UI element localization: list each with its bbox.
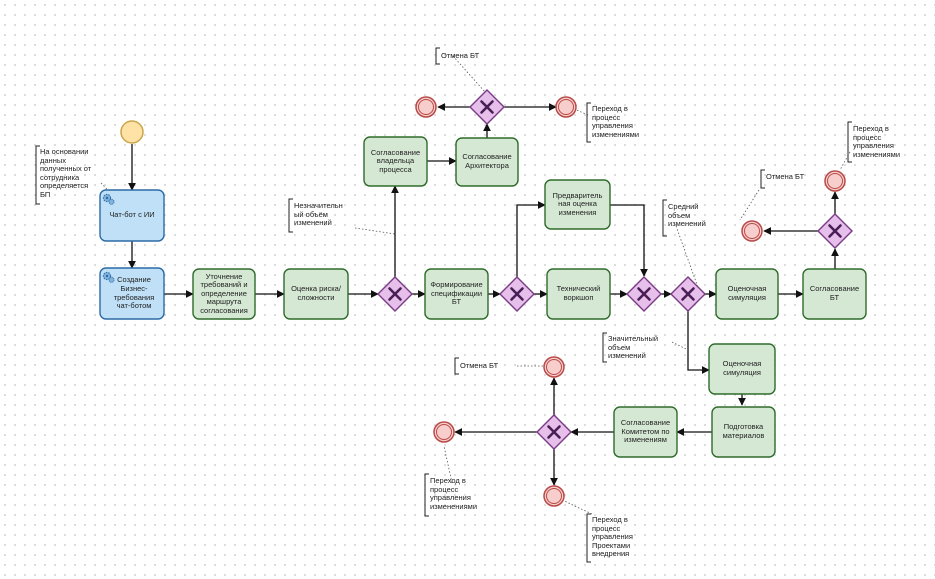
end-event-change-bottom[interactable] bbox=[543, 356, 565, 378]
task-chatbot[interactable] bbox=[99, 189, 165, 242]
task-risk-label: Оценка риска/ сложности bbox=[291, 284, 341, 302]
start-event[interactable] bbox=[120, 120, 144, 144]
annotation-cancel-top: Отмена БТ bbox=[441, 51, 480, 60]
gear-icon bbox=[102, 271, 115, 283]
gateway-3[interactable] bbox=[626, 276, 662, 312]
x-exclusive-gateway-icon bbox=[637, 287, 651, 301]
task-materials[interactable] bbox=[711, 406, 776, 458]
x-exclusive-gateway-icon bbox=[480, 100, 494, 114]
annotation-significant: Значительный объем изменений bbox=[608, 334, 659, 361]
end-event-cancel-bottom[interactable] bbox=[433, 421, 455, 443]
end-event-change-right[interactable] bbox=[824, 170, 846, 192]
task-prelim-estimate[interactable] bbox=[544, 179, 611, 230]
task-clarify[interactable] bbox=[192, 268, 256, 320]
flow-prelim-gw3 bbox=[610, 204, 648, 277]
gateway-5[interactable] bbox=[817, 213, 853, 249]
annotation-change-mgmt-bottom: Переход в процесс управления изменениями bbox=[430, 476, 478, 511]
annotation-cancel-bottom: Отмена БТ bbox=[460, 361, 499, 370]
annotation-employee-data: На основании данных полученных от сотруд… bbox=[40, 147, 92, 199]
gateways bbox=[377, 89, 853, 450]
task-approve-bt[interactable] bbox=[802, 268, 867, 320]
task-sim-big[interactable] bbox=[708, 343, 776, 395]
gateway-1[interactable] bbox=[377, 276, 413, 312]
annotation-change-mgmt-top: Переход в процесс управления изменениями bbox=[592, 104, 640, 139]
annotation-change-mgmt-right: Переход в процесс управления изменениями bbox=[853, 124, 901, 159]
annotation-medium: Средний объем изменений bbox=[668, 202, 706, 229]
task-approve-bt-label: Согласование БТ bbox=[809, 284, 860, 302]
gateway-6[interactable] bbox=[536, 414, 572, 450]
task-bt-spec-label: Формирование спецификации БТ bbox=[430, 280, 483, 307]
task-owner-approval[interactable] bbox=[363, 136, 428, 187]
task-sim-mid[interactable] bbox=[715, 268, 779, 320]
task-chatbot-label: Чат-бот с ИИ bbox=[109, 210, 155, 220]
task-architect-approval[interactable] bbox=[455, 137, 519, 187]
task-architect-approval-label: Согласование Архитектора bbox=[462, 152, 512, 170]
flow-gw4-simbig bbox=[687, 311, 710, 374]
x-exclusive-gateway-icon bbox=[828, 224, 842, 238]
gateway-top[interactable] bbox=[469, 89, 505, 125]
task-tech-workshop-label: Технический воркшоп bbox=[556, 284, 601, 302]
flow-gw2-prelim bbox=[516, 201, 546, 277]
task-risk[interactable] bbox=[283, 268, 349, 320]
end-event-projects-bottom[interactable] bbox=[543, 485, 565, 507]
gateway-4[interactable] bbox=[670, 276, 706, 312]
x-exclusive-gateway-icon bbox=[510, 287, 524, 301]
gateway-2[interactable] bbox=[499, 276, 535, 312]
task-committee[interactable] bbox=[613, 406, 678, 458]
task-materials-label: Подготовка материалов bbox=[722, 422, 765, 440]
end-event-cancel-right[interactable] bbox=[741, 220, 763, 242]
annotation-cancel-right: Отмена БТ bbox=[766, 172, 805, 181]
task-sim-mid-label: Оценочная симуляция bbox=[727, 284, 767, 302]
tasks bbox=[99, 136, 867, 458]
annotation-brackets bbox=[35, 47, 852, 563]
annotation-projects-bottom: Переход в процесс управления Проектами в… bbox=[592, 515, 633, 559]
task-bt-spec[interactable] bbox=[424, 268, 489, 320]
task-clarify-label: Уточнение требований и определение маршр… bbox=[200, 271, 248, 315]
task-owner-approval-label: Согласование владельца процесса bbox=[370, 147, 421, 174]
x-exclusive-gateway-icon bbox=[681, 287, 695, 301]
task-create-bt[interactable] bbox=[99, 267, 165, 320]
task-tech-workshop[interactable] bbox=[546, 268, 611, 320]
end-event-cancel-top[interactable] bbox=[415, 96, 437, 118]
x-exclusive-gateway-icon bbox=[547, 425, 561, 439]
x-exclusive-gateway-icon bbox=[388, 287, 402, 301]
annotation-minor: Незначительн ый объём изменений bbox=[294, 201, 343, 228]
end-event-change-top[interactable] bbox=[555, 96, 577, 118]
end-events bbox=[415, 96, 846, 507]
task-sim-big-label: Оценочная симуляция bbox=[722, 359, 762, 377]
sequence-flows bbox=[128, 103, 839, 486]
task-committee-label: Согласование Комитетом по изменениям bbox=[620, 418, 671, 445]
task-prelim-estimate-label: Предваритель ная оценка изменения bbox=[552, 190, 603, 217]
gear-icon bbox=[102, 193, 115, 205]
task-create-bt-label: Создание Бизнес-требования чат-ботом bbox=[113, 275, 155, 311]
